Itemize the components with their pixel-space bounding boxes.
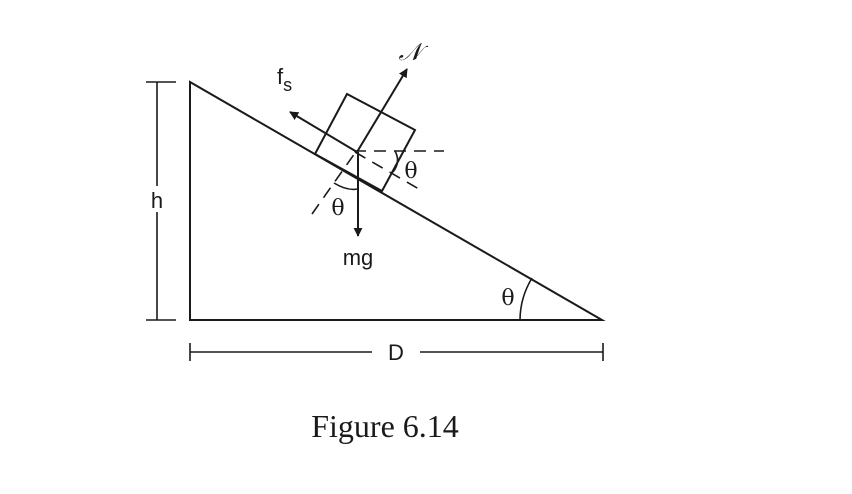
incline-angle-label: θ — [501, 286, 514, 311]
height-label: h — [151, 188, 163, 213]
base-dimension — [189, 343, 604, 361]
weight-label: mg — [343, 245, 374, 270]
friction-force-label: fs — [277, 64, 292, 95]
figure-caption: Figure 6.14 — [311, 408, 459, 444]
friction-force-arrow — [289, 111, 358, 153]
incline-angle-arc — [519, 277, 533, 321]
friction-subscript: s — [283, 75, 292, 95]
block — [313, 92, 417, 193]
block-angle-label: θ — [404, 159, 417, 184]
block-angle-arc — [392, 150, 399, 173]
normal-force-label: 𝒩 — [399, 39, 429, 66]
incline-triangle — [189, 80, 606, 321]
weight-angle-arc — [333, 182, 359, 191]
normal-axis-dashed — [311, 152, 356, 215]
base-label: D — [388, 340, 404, 365]
weight-angle-label: θ — [331, 196, 344, 221]
normal-force-arrow — [356, 68, 408, 153]
tilted-axis-dashed — [354, 151, 425, 193]
height-dimension — [146, 81, 176, 321]
